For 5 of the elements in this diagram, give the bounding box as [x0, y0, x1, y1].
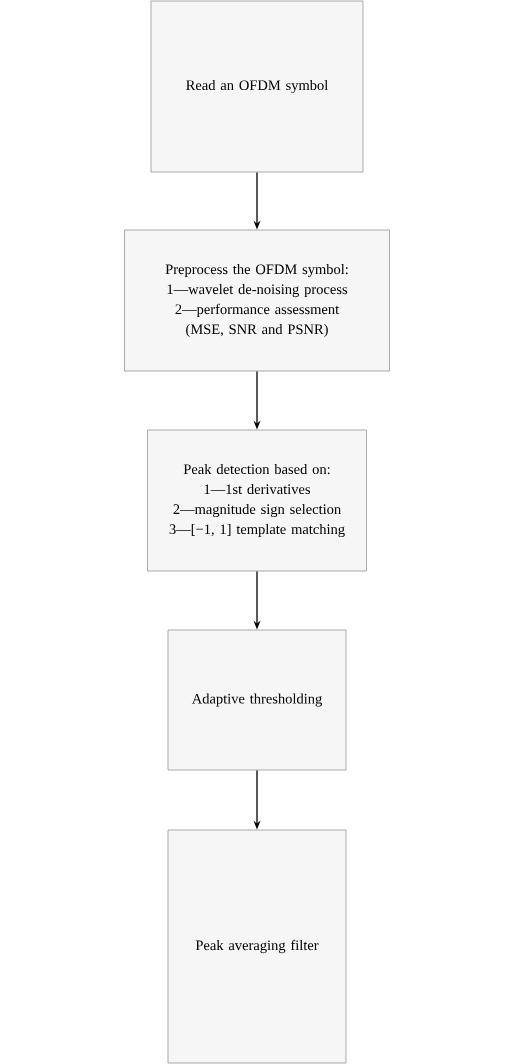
process-box: Peak averaging filter	[167, 829, 347, 1064]
process-box: Preprocess the OFDM symbol: 1—wavelet de-noising process 2—performance assessment (MSE, SNR and PSNR)	[124, 229, 390, 372]
process-box: Adaptive thresholding	[167, 629, 347, 771]
process-box: Read an OFDM symbol	[150, 0, 364, 173]
process-box: Peak detection based on: 1—1st derivatives 2—magnitude sign selection 3—[−1, 1] template matching	[147, 429, 367, 572]
